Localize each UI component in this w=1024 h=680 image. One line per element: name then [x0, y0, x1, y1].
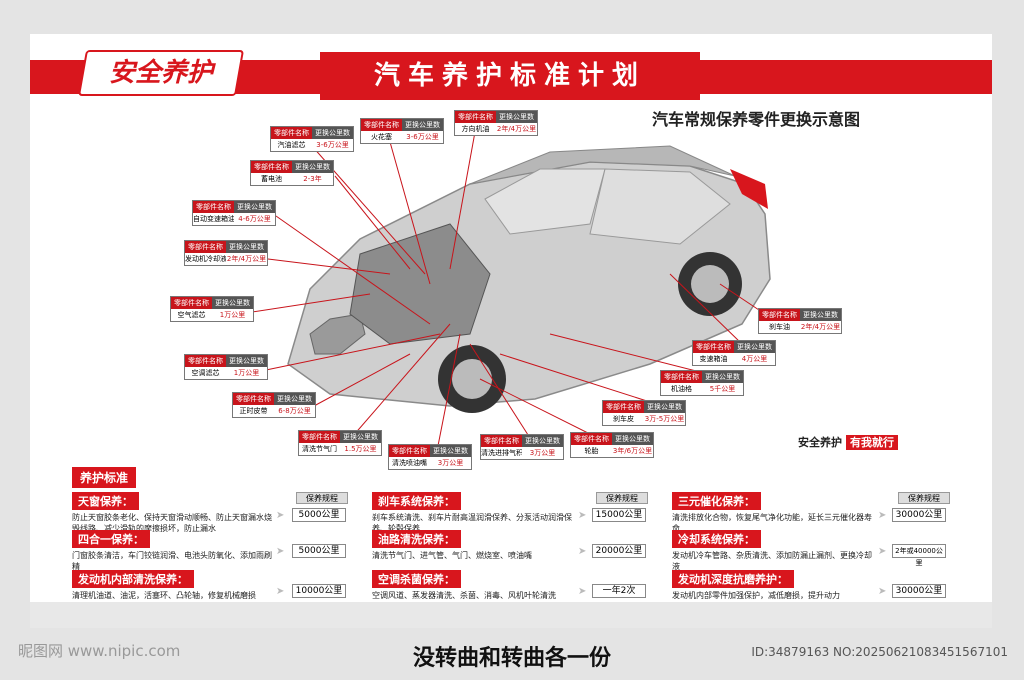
arrow-icon: ➤ — [578, 510, 587, 521]
cycle-value: 20000公里 — [592, 544, 646, 558]
arrow-icon: ➤ — [878, 546, 887, 557]
cycle-value: 一年2次 — [592, 584, 646, 598]
standard-section: 空调杀菌保养：空调风道、蒸发器清洗、杀菌、消毒、风机叶轮清洗 — [372, 568, 662, 601]
standard-section: 发动机深度抗磨养护：发动机内部零件加强保护，减低磨损，提升动力 — [672, 568, 962, 601]
image-id: ID:34879163 NO:20250621083451567101 — [751, 645, 1008, 659]
standard-section: 刹车系统保养：刹车系统清洗、刹车片耐高温润滑保养、分泵活动润滑保养、轮毂保养 — [372, 490, 662, 534]
standards-tag: 养护标准 — [72, 467, 137, 488]
page-title: 汽车养护标准计划 — [320, 52, 700, 100]
arrow-icon: ➤ — [878, 510, 887, 521]
slogan: 安全养护有我就行 — [798, 434, 898, 450]
cycle-value: 5000公里 — [292, 544, 346, 558]
arrow-icon: ➤ — [276, 546, 285, 557]
part-callout: 零部件名称更换公里数清洗进排气积碳3万公里 — [480, 434, 564, 460]
cycle-label: 保养规程 — [296, 492, 348, 504]
standard-section: 三元催化保养：清洗排放化合物，恢复尾气净化功能，延长三元催化器寿命 — [672, 490, 962, 534]
cycle-value: 30000公里 — [892, 508, 946, 522]
standard-section: 四合一保养：门窗胶条清洁，车门铰链润滑、电池头防氧化、添加雨刷精 — [72, 528, 362, 572]
standard-section: 发动机内部清洗保养：清理机油道、油泥，活塞环、凸轮轴，修复机械磨损 — [72, 568, 362, 601]
standard-section: 天窗保养：防止天窗胶条老化、保持天窗滑动顺畅、防止天窗漏水烧毁线路、减少滑轨的摩… — [72, 490, 362, 534]
arrow-icon: ➤ — [578, 546, 587, 557]
car-illustration — [251, 131, 771, 457]
cycle-value: 2年或40000公里 — [892, 544, 946, 567]
poster: 安全养护 汽车养护标准计划 汽车常规保养零件更换示意图 — [30, 34, 992, 628]
cycle-label: 保养规程 — [898, 492, 950, 504]
caption: 没转曲和转曲各一份 — [412, 646, 611, 671]
cycle-label: 保养规程 — [596, 492, 648, 504]
standard-section: 油路清洗保养：清洗节气门、进气管、气门、燃烧室、喷油嘴 — [372, 528, 662, 561]
cycle-value: 10000公里 — [292, 584, 346, 598]
standard-section: 冷却系统保养：发动机冷车管路、杂质清洗、添加防漏止漏剂、更换冷却液 — [672, 528, 962, 572]
cycle-value: 15000公里 — [592, 508, 646, 522]
arrow-icon: ➤ — [578, 586, 587, 597]
arrow-icon: ➤ — [276, 586, 285, 597]
arrow-icon: ➤ — [276, 510, 285, 521]
diagram-subtitle: 汽车常规保养零件更换示意图 — [652, 110, 861, 129]
cycle-value: 30000公里 — [892, 584, 946, 598]
cycle-value: 5000公里 — [292, 508, 346, 522]
arrow-icon: ➤ — [878, 586, 887, 597]
watermark: 昵图网 www.nipic.com — [18, 642, 181, 660]
callout-lines — [251, 131, 763, 457]
bottom-strip — [30, 602, 992, 628]
car-body — [287, 145, 771, 407]
